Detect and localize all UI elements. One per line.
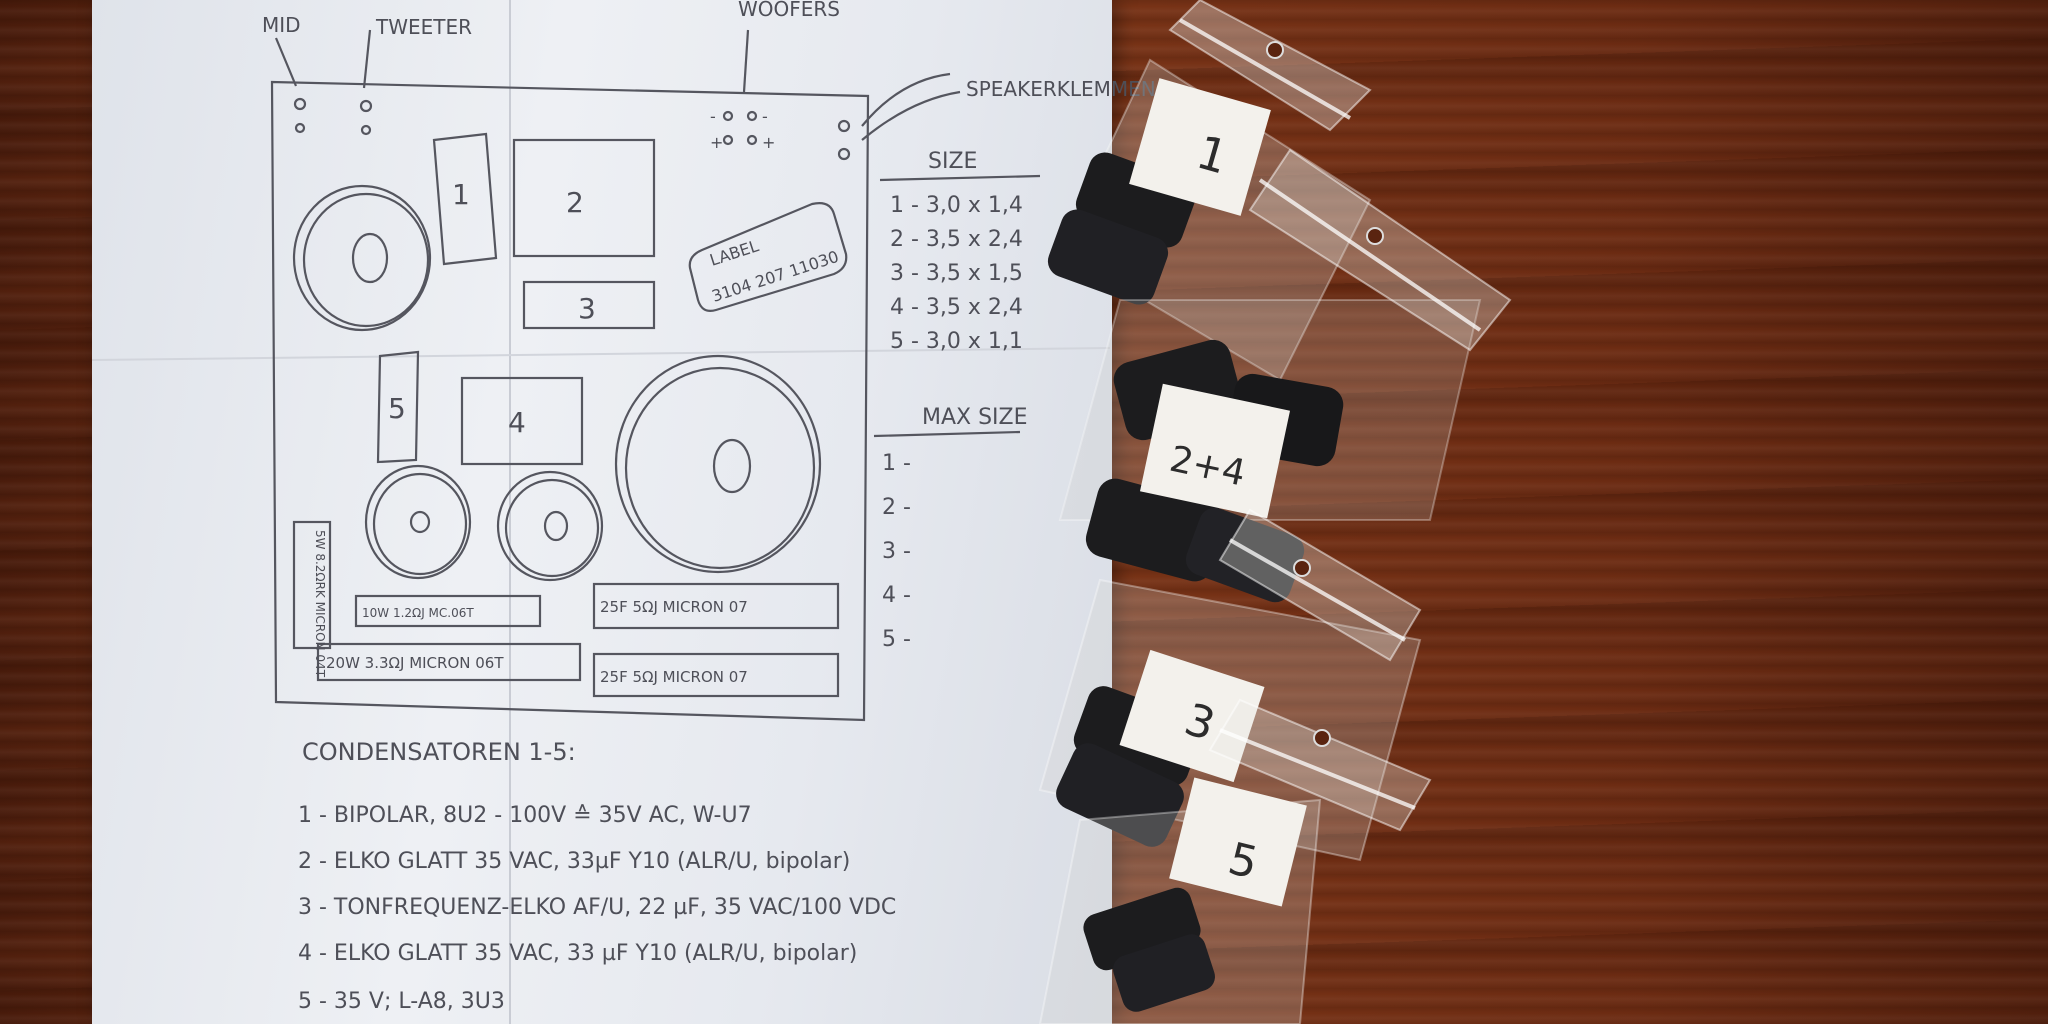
max-size-table-title: MAX SIZE <box>922 405 1028 430</box>
component-box-1 <box>432 132 498 266</box>
component-box-4-label: 4 <box>508 406 526 439</box>
notes-item-2: 2 - ELKO GLATT 35 VAC, 33µF Y10 (ALR/U, … <box>298 849 850 874</box>
label-woofers: WOOFERS <box>738 0 840 21</box>
size-row-2: 2 - 3,5 x 2,4 <box>890 227 1023 252</box>
terminal-minus-1: - <box>710 107 716 126</box>
size-row-4: 4 - 3,5 x 2,4 <box>890 295 1023 320</box>
resistor-10w-text: 10W 1.2ΩJ MC.06T <box>362 606 474 620</box>
board-outline <box>270 80 870 722</box>
max-size-row-1: 1 - <box>882 451 911 476</box>
notes-item-5: 5 - 35 V; L-A8, 3U3 <box>298 989 505 1014</box>
bag-3-label-sticker <box>1119 649 1265 783</box>
speakerklemmen-pointer-2 <box>861 90 961 141</box>
capacitor-4b <box>1185 507 1305 603</box>
tweeter-hole-2 <box>360 124 372 136</box>
coil-small-1 <box>364 464 472 580</box>
capacitor-5b <box>1113 934 1215 1012</box>
size-row-1: 1 - 3,0 x 1,4 <box>890 193 1023 218</box>
bag-2-4-label-sticker <box>1139 383 1291 519</box>
bag-2-4: 2+4 <box>1058 148 1512 603</box>
terminal-plus-1: + <box>710 133 723 152</box>
bag-5: 5 <box>1038 698 1432 1024</box>
component-box-3 <box>522 280 656 330</box>
woofer-terminal-4 <box>746 134 758 146</box>
speaker-terminal-1 <box>837 119 851 133</box>
size-row-3: 3 - 3,5 x 1,5 <box>890 261 1023 286</box>
mid-hole-2 <box>294 122 306 134</box>
resistor-25f-1 <box>592 582 840 630</box>
woofer-terminal-2 <box>746 110 758 122</box>
component-box-5-label: 5 <box>388 392 406 425</box>
woofer-terminal-3 <box>722 134 734 146</box>
label-mid: MID <box>262 13 301 37</box>
max-size-row-3: 3 - <box>882 539 911 564</box>
component-box-4 <box>460 376 584 466</box>
max-size-table-rule <box>873 430 1021 438</box>
woofers-pointer <box>742 29 750 93</box>
bag-3: 3 <box>1038 508 1422 862</box>
label-tweeter: TWEETER <box>375 15 472 39</box>
paper-fold-horizontal <box>91 347 1111 361</box>
capacitor-3b <box>1056 743 1184 847</box>
coil-large-left <box>292 184 432 332</box>
speakerklemmen-pointer-1 <box>861 72 951 127</box>
bag-5-label-sticker <box>1169 777 1307 907</box>
notes-title: CONDENSATOREN 1-5: <box>302 738 576 766</box>
resistor-25f-2 <box>592 652 840 698</box>
coil-large-right <box>614 354 822 574</box>
resistor-10w <box>354 594 542 628</box>
speaker-terminal-2 <box>837 147 851 161</box>
notes-item-3: 3 - TONFREQUENZ-ELKO AF/U, 22 µF, 35 VAC… <box>298 895 896 920</box>
mid-pointer <box>274 37 298 87</box>
woofer-terminal-1 <box>722 110 734 122</box>
terminal-minus-2: - <box>762 107 768 126</box>
max-size-row-4: 4 - <box>882 583 911 608</box>
label-tag <box>688 202 848 312</box>
resistor-20w-text: 20W 3.3ΩJ MICRON 06T <box>326 654 504 672</box>
resistor-side <box>292 520 332 650</box>
resistor-25f-1-text: 25F 5ΩJ MICRON 07 <box>600 598 748 616</box>
notes-item-4: 4 - ELKO GLATT 35 VAC, 33 µF Y10 (ALR/U,… <box>298 941 857 966</box>
max-size-row-2: 2 - <box>882 495 911 520</box>
label-speakerklemmen: SPEAKERKLEMMEN <box>966 77 1156 101</box>
bag-1: 1 <box>1047 0 1372 382</box>
mid-hole-1 <box>293 97 307 111</box>
max-size-row-5: 5 - <box>882 627 911 652</box>
resistor-25f-2-text: 25F 5ΩJ MICRON 07 <box>600 668 748 686</box>
resistor-side-text: 5W 8.2ΩRK MICRON 04T <box>313 530 327 678</box>
component-box-5 <box>376 350 420 464</box>
size-row-5: 5 - 3,0 x 1,1 <box>890 329 1023 354</box>
bag-1-label-sticker <box>1129 78 1271 216</box>
tweeter-hole-1 <box>359 99 373 113</box>
size-table-title: SIZE <box>928 149 977 174</box>
component-box-3-label: 3 <box>578 292 596 325</box>
notes-item-1: 1 - BIPOLAR, 8U2 - 100V ≙ 35V AC, W-U7 <box>298 803 752 828</box>
component-box-2 <box>512 138 656 258</box>
coil-small-2 <box>496 470 604 582</box>
tweeter-pointer <box>362 29 372 89</box>
component-box-1-label: 1 <box>452 178 470 211</box>
paper-sheet <box>92 0 1112 1024</box>
capacitor-1b <box>1047 209 1169 305</box>
component-box-2-label: 2 <box>566 186 584 219</box>
label-tag-title: LABEL <box>707 236 761 270</box>
terminal-plus-2: + <box>762 133 775 152</box>
resistor-20w <box>316 642 582 682</box>
size-table-rule <box>879 174 1041 182</box>
